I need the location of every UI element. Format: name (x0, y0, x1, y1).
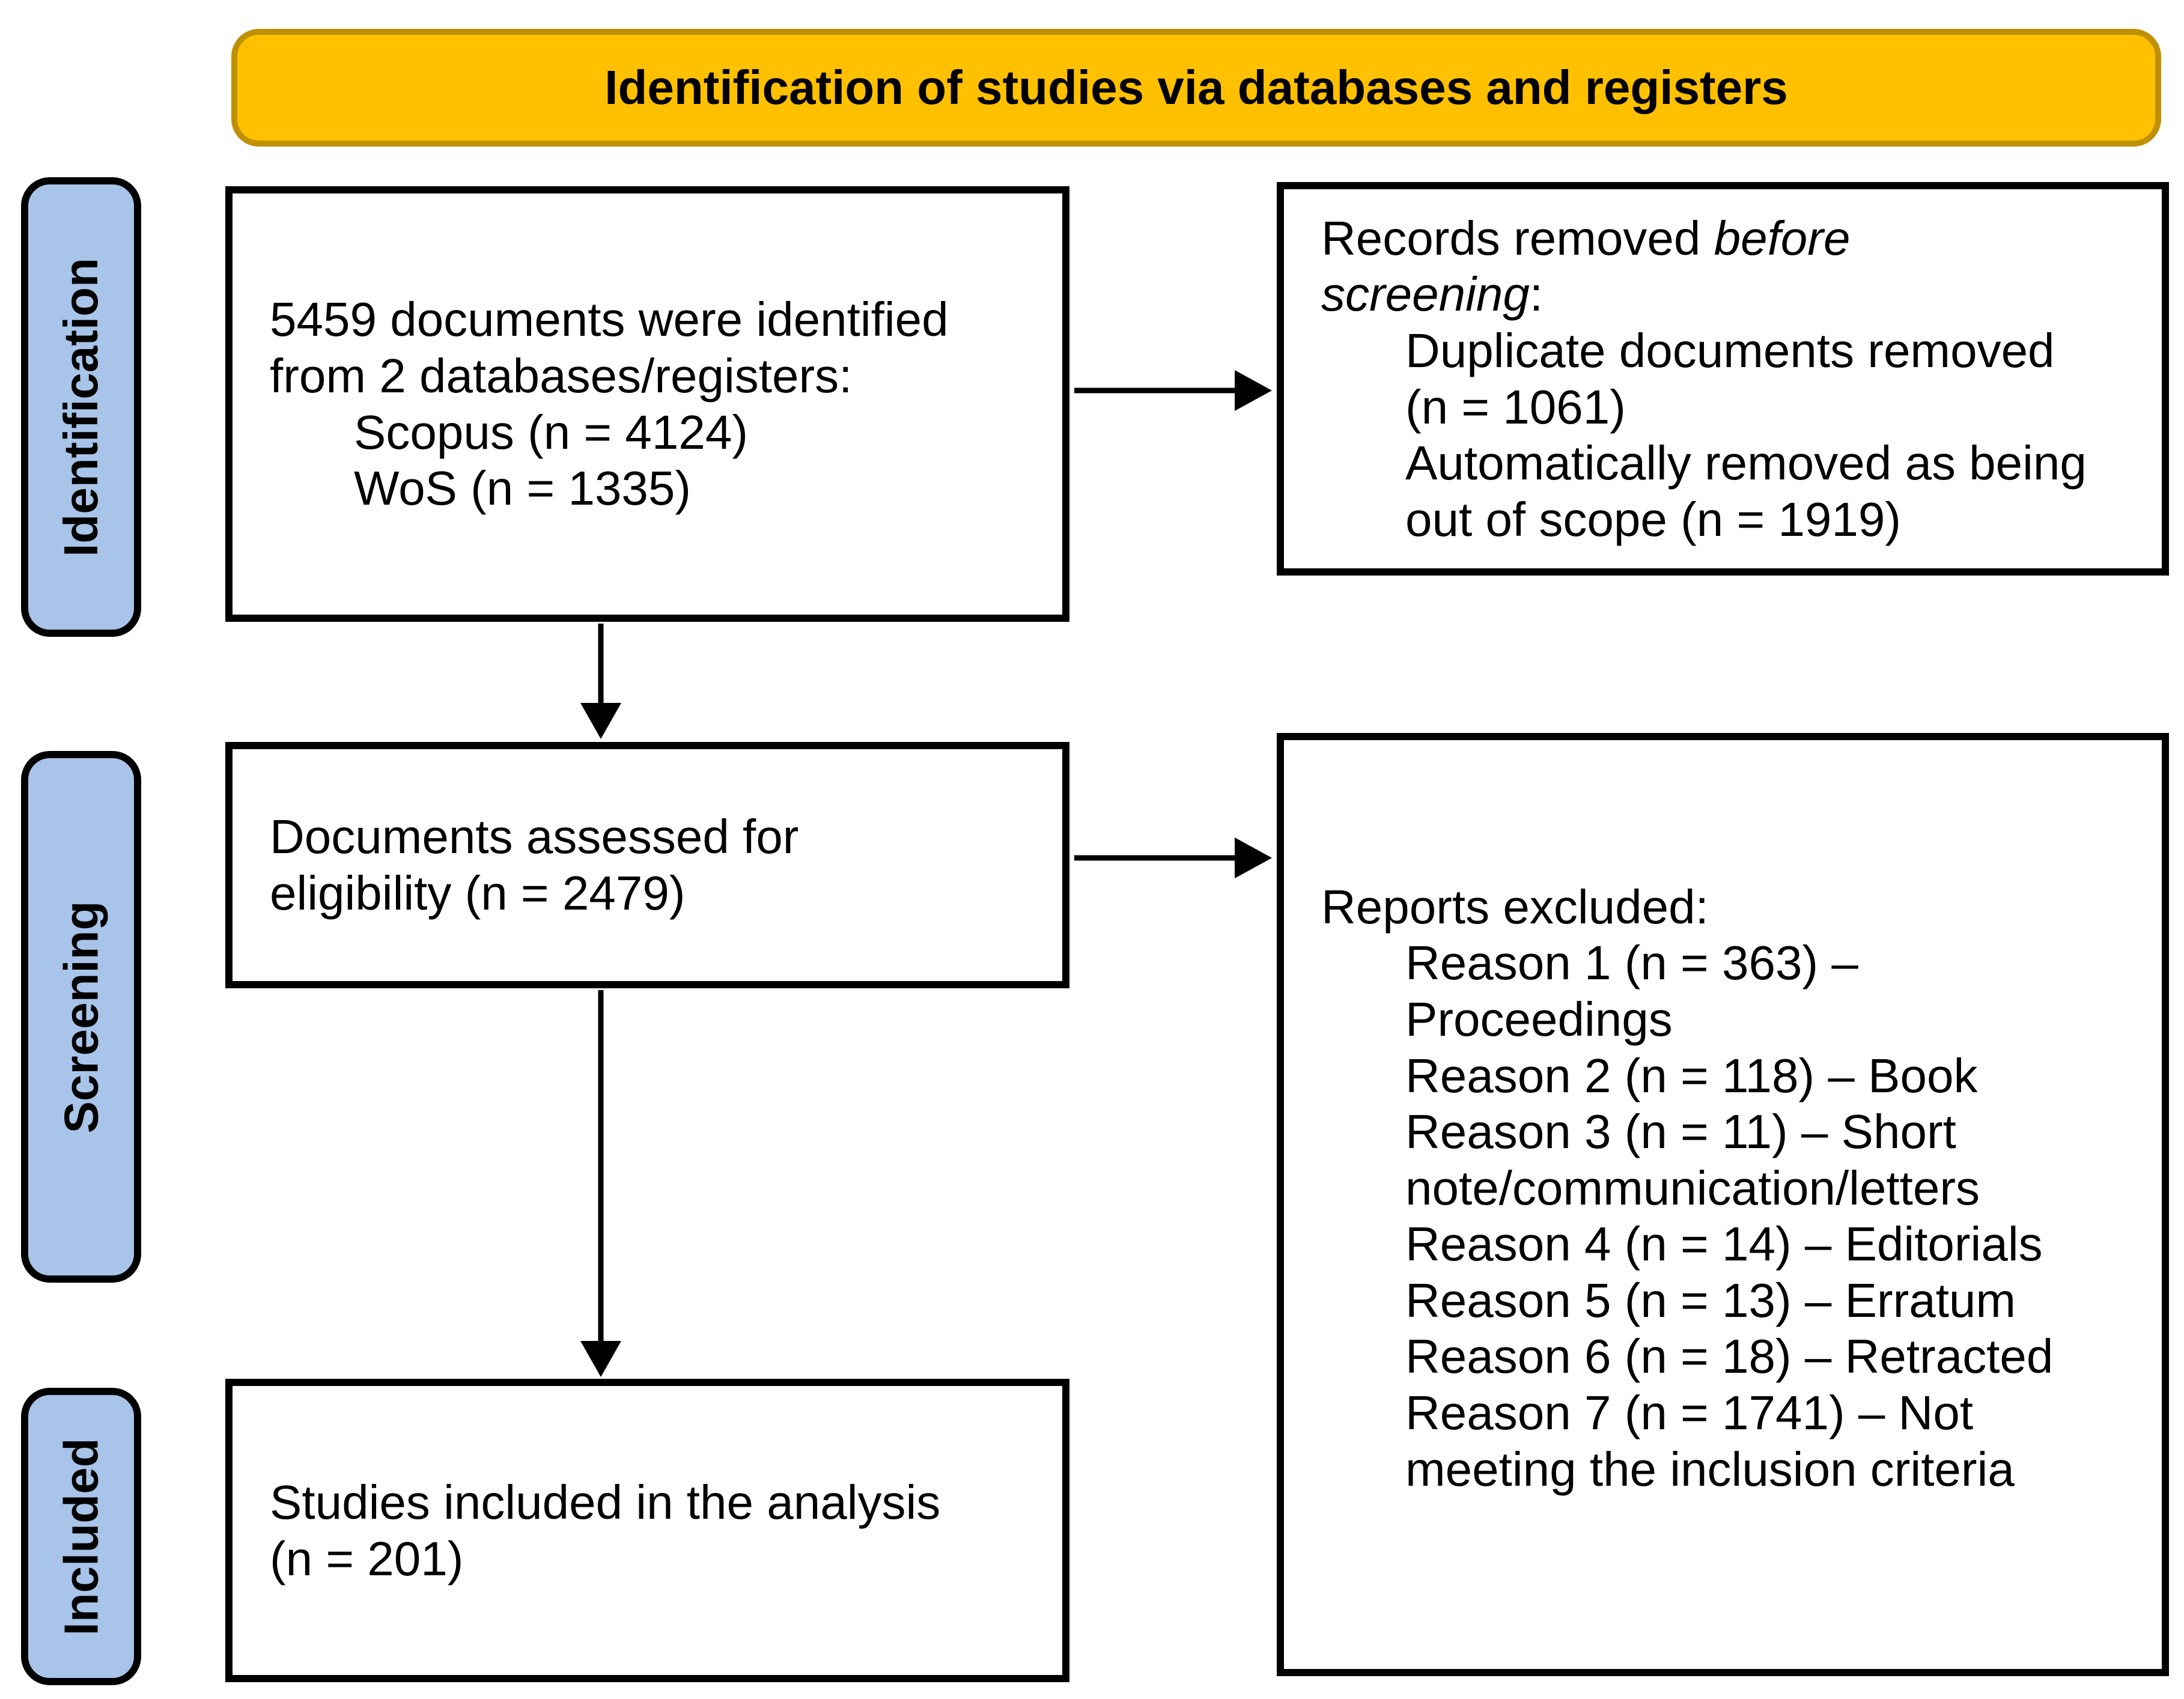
box-documents-identified: 5459 documents were identified from 2 da… (225, 186, 1069, 622)
identified-source-scopus: Scopus (n = 4124) (354, 405, 748, 459)
records-removed-item: Duplicate documents removed (1405, 323, 2055, 377)
reports-excluded-item: Reason 6 (n = 18) – Retracted (1405, 1330, 2054, 1384)
included-line-2: (n = 201) (270, 1531, 464, 1585)
box-documents-assessed-text: Documents assessed for eligibility (n = … (233, 809, 811, 921)
records-removed-item: Automatically removed as being (1405, 436, 2087, 490)
assessed-line-2: eligibility (n = 2479) (270, 866, 686, 920)
arrow-assessed-to-reports-excluded (1074, 837, 1272, 878)
reports-excluded-item: Reason 4 (n = 14) – Editorials (1405, 1217, 2043, 1271)
reports-excluded-item: Reason 2 (n = 118) – Book (1405, 1048, 1978, 1102)
assessed-line-1: Documents assessed for (270, 810, 799, 864)
records-removed-item: out of scope (n = 1919) (1405, 492, 1901, 546)
box-documents-assessed: Documents assessed for eligibility (n = … (225, 742, 1069, 988)
reports-excluded-item: meeting the inclusion criteria (1405, 1442, 2015, 1496)
phase-label-included: Included (21, 1388, 141, 1685)
reports-excluded-item: note/communication/letters (1405, 1161, 1980, 1215)
phase-label-identification: Identification (21, 177, 141, 637)
identified-line-2: from 2 databases/registers: (270, 348, 853, 403)
reports-excluded-item: Reason 5 (n = 13) – Erratum (1405, 1273, 2016, 1327)
phase-label-screening: Screening (21, 751, 141, 1283)
identified-source-wos: WoS (n = 1335) (354, 461, 692, 515)
reports-excluded-heading: Reports excluded: (1321, 880, 1709, 934)
phase-label-screening-text: Screening (54, 901, 108, 1133)
box-reports-excluded: Reports excluded: Reason 1 (n = 363) – P… (1277, 733, 2169, 1676)
box-records-removed-text: Records removed before screening: Duplic… (1284, 210, 2099, 548)
identified-line-1: 5459 documents were identified (270, 293, 949, 347)
records-removed-item: (n = 1061) (1405, 380, 1626, 434)
records-removed-heading-line-2: screening: (1321, 267, 1544, 321)
records-removed-heading-line-1: Records removed before (1321, 211, 1851, 265)
banner: Identification of studies via databases … (231, 29, 2161, 147)
box-documents-identified-text: 5459 documents were identified from 2 da… (233, 291, 961, 516)
box-records-removed: Records removed before screening: Duplic… (1277, 182, 2169, 576)
banner-title: Identification of studies via databases … (604, 61, 1788, 114)
reports-excluded-item: Reason 3 (n = 11) – Short (1405, 1105, 1956, 1159)
box-reports-excluded-text: Reports excluded: Reason 1 (n = 363) – P… (1284, 879, 2065, 1498)
box-studies-included-text: Studies included in the analysis (n = 20… (233, 1474, 952, 1587)
arrow-assessed-to-included (580, 990, 621, 1377)
phase-label-included-text: Included (54, 1438, 108, 1635)
reports-excluded-item: Reason 7 (n = 1741) – Not (1405, 1386, 1974, 1440)
arrow-identified-to-assessed (580, 624, 621, 739)
phase-label-identification-text: Identification (54, 257, 108, 557)
reports-excluded-item: Reason 1 (n = 363) – (1405, 936, 1858, 990)
included-line-1: Studies included in the analysis (270, 1475, 941, 1529)
arrow-identified-to-records-removed (1074, 370, 1272, 411)
reports-excluded-item: Proceedings (1405, 992, 1673, 1046)
box-studies-included: Studies included in the analysis (n = 20… (225, 1379, 1069, 1682)
